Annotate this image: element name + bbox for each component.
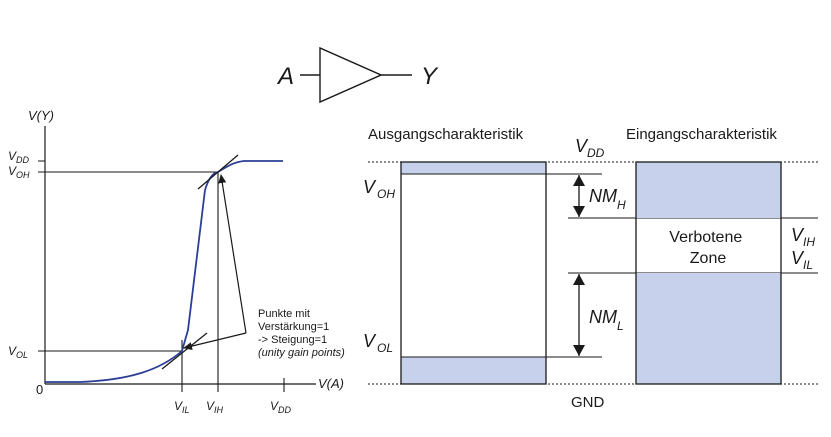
transfer-plot: V(Y) V(A) 0 VDD VOH VOL VIL VIH VDD (8, 108, 345, 415)
input-char-box (635, 161, 782, 385)
output-high-band (401, 162, 546, 174)
x-axis-label: V(A) (318, 376, 344, 391)
gate-output-label: Y (421, 63, 439, 90)
output-char-box (400, 161, 547, 385)
tangent-vil (161, 332, 208, 370)
ytick-vdd: VDD (8, 149, 30, 165)
ytick-vol: VOL (8, 344, 28, 360)
output-char-title: Ausgangscharakteristik (368, 126, 524, 143)
vdd-level-label: VDD (575, 136, 605, 160)
gate-input-label: A (276, 63, 294, 90)
ytick-voh: VOH (8, 164, 30, 180)
nmh-label: NMH (589, 186, 626, 212)
gate-symbol: A Y (276, 46, 439, 104)
vih-level-label: VIH (791, 225, 815, 249)
y-axis-label: V(Y) (28, 108, 54, 123)
forbidden-zone-label: Verbotene Zone (669, 229, 746, 267)
tangent-vih (197, 154, 239, 190)
xtick-vil: VIL (174, 399, 190, 415)
output-low-band (401, 357, 546, 384)
input-low-band (636, 273, 781, 384)
vil-level-label: VIL (791, 248, 813, 272)
transfer-curve (45, 160, 283, 383)
gnd-label: GND (571, 394, 605, 411)
buffer-triangle-icon (319, 46, 383, 104)
xtick-vih: VIH (206, 399, 224, 415)
origin-label: 0 (36, 382, 43, 397)
xtick-vdd: VDD (270, 399, 292, 415)
unity-gain-note: Punkte mit Verstärkung=1 -> Steigung=1 (… (258, 308, 345, 359)
input-char-title: Eingangscharakteristik (626, 126, 777, 143)
level-diagram: Ausgangscharakteristik Eingangscharakter… (363, 126, 818, 411)
nml-label: NML (589, 307, 624, 333)
input-high-band (636, 162, 781, 218)
